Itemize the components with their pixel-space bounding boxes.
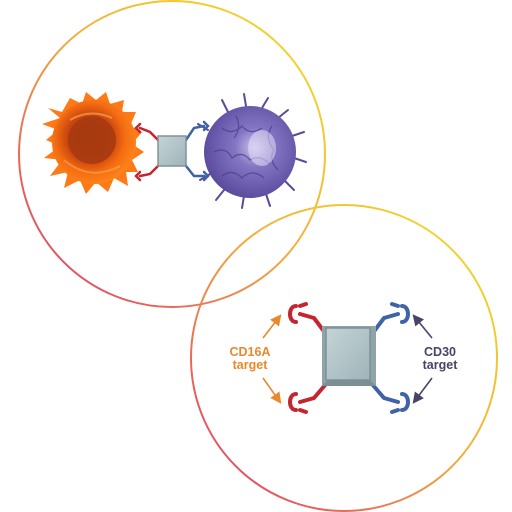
cd30-label-line2: target <box>422 358 458 372</box>
top-ring <box>18 0 326 308</box>
cd16a-arrow-down <box>262 377 282 404</box>
top-antibody-icon <box>134 120 210 182</box>
orange-nk-cell-icon <box>42 92 144 194</box>
cd16a-arrows <box>262 314 282 404</box>
cd30-arrow-up <box>412 314 433 339</box>
cd30-arrows <box>412 314 433 404</box>
bispecific-antibody-icon <box>288 302 410 414</box>
cd16a-arrow-up <box>262 314 282 339</box>
purple-tumor-cell-icon <box>197 93 307 209</box>
cd16a-label-line1: CD16A <box>229 345 271 359</box>
bottom-ring <box>190 204 498 512</box>
cd30-arrow-down <box>412 377 433 404</box>
cd16a-label-line2: target <box>232 358 268 372</box>
cd30-target-label: CD30 target <box>412 346 468 372</box>
cd30-label-line1: CD30 <box>424 345 456 359</box>
cd16a-target-label: CD16A target <box>222 346 278 372</box>
